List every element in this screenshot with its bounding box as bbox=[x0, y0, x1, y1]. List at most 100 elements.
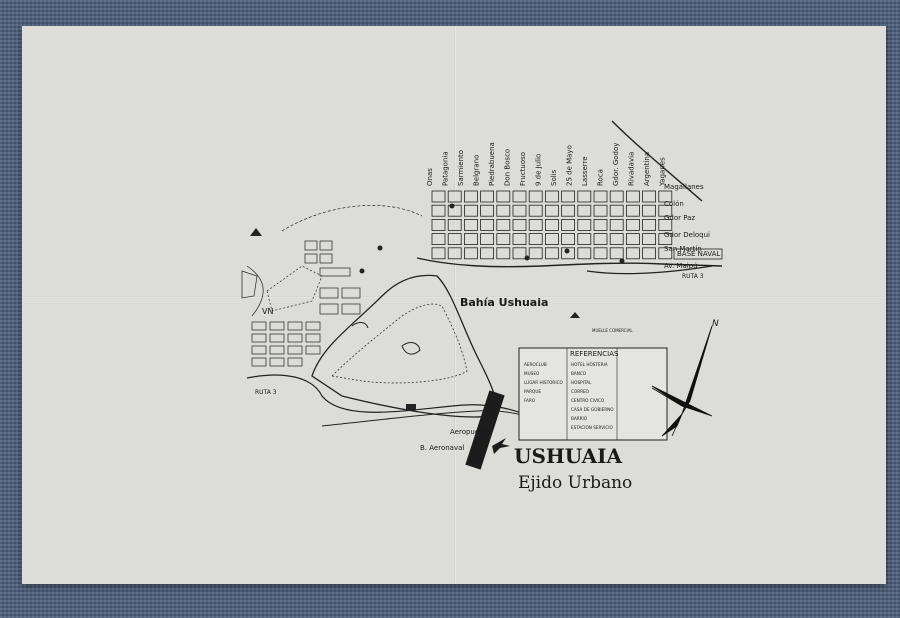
ruta-3 bbox=[246, 374, 553, 427]
city-block bbox=[480, 233, 495, 246]
city-block bbox=[512, 190, 527, 203]
city-block bbox=[561, 190, 575, 203]
city-block bbox=[545, 204, 559, 217]
legend bbox=[518, 347, 668, 441]
map-symbols bbox=[250, 203, 625, 410]
street-label: Solis bbox=[550, 169, 558, 186]
city-block bbox=[577, 247, 592, 260]
city-block bbox=[642, 204, 656, 217]
street-label: Gdor. Godoy bbox=[612, 143, 620, 186]
city-block bbox=[626, 218, 640, 231]
city-block bbox=[480, 247, 495, 260]
road-north-east bbox=[611, 120, 703, 202]
legend-item: CORREO bbox=[571, 389, 590, 394]
city-block bbox=[658, 218, 673, 231]
city-block bbox=[642, 190, 656, 203]
city-block bbox=[528, 233, 543, 246]
city-block bbox=[431, 190, 446, 203]
city-block bbox=[642, 233, 656, 246]
street-label: Fructuoso bbox=[519, 152, 527, 186]
street-labels-vertical: Onas Patagonia Sarmiento Belgrano Piedrabuen… bbox=[426, 142, 667, 187]
city-block bbox=[463, 204, 478, 217]
legend-item: HOTEL HOSTERIA bbox=[571, 362, 608, 367]
street-label: Magallanes bbox=[664, 183, 704, 191]
city-block bbox=[609, 190, 624, 203]
legend-item: MUSEO bbox=[524, 371, 540, 376]
road-east bbox=[586, 265, 713, 275]
city-block bbox=[431, 247, 446, 260]
city-block bbox=[577, 218, 592, 231]
city-block bbox=[561, 204, 575, 217]
peninsula-inner bbox=[331, 303, 468, 384]
street-label: Av. Maipú bbox=[664, 262, 698, 270]
city-block bbox=[593, 204, 608, 217]
street-label: 9 de Julio bbox=[535, 154, 543, 186]
city-block bbox=[463, 218, 478, 231]
city-block bbox=[626, 204, 640, 217]
city-block bbox=[577, 233, 592, 246]
city-block bbox=[528, 190, 543, 203]
street-label: 25 de Mayo bbox=[566, 145, 574, 186]
city-block bbox=[658, 247, 673, 260]
label-aeronaval: B. Aeronaval bbox=[420, 444, 464, 452]
city-block bbox=[593, 247, 608, 260]
city-block bbox=[626, 247, 640, 260]
street-label: Gdor Deloqui bbox=[664, 231, 710, 239]
west-blocks bbox=[241, 205, 423, 367]
street-label: Sarmiento bbox=[457, 150, 465, 186]
north-label: N bbox=[712, 319, 719, 329]
label-aeropuerto: Aeropuerto bbox=[450, 428, 489, 436]
legend-item: CENTRO CIVICO bbox=[571, 398, 605, 403]
city-block bbox=[496, 204, 511, 217]
city-block bbox=[545, 233, 559, 246]
street-label: Onas bbox=[426, 168, 434, 186]
city-block bbox=[463, 190, 478, 203]
street-label: Piedrabuena bbox=[488, 142, 496, 186]
map-title: USHUAIA bbox=[514, 444, 622, 468]
street-label: Roca bbox=[597, 169, 605, 186]
city-block bbox=[593, 233, 608, 246]
city-block bbox=[658, 190, 673, 203]
city-block bbox=[626, 233, 640, 246]
city-block bbox=[463, 233, 478, 246]
city-block bbox=[447, 218, 462, 231]
city-block bbox=[512, 233, 527, 246]
city-block bbox=[528, 204, 543, 217]
city-block bbox=[609, 204, 624, 217]
legend-item: PARQUE bbox=[524, 389, 541, 394]
label-base-naval: BASE NAVAL bbox=[677, 250, 720, 258]
legend-item: ESTACION SERVICIO bbox=[571, 425, 613, 430]
city-block bbox=[447, 247, 462, 260]
city-block bbox=[431, 218, 446, 231]
legend-item: BANCO bbox=[571, 371, 587, 376]
city-block bbox=[545, 218, 559, 231]
city-block bbox=[577, 204, 592, 217]
city-block bbox=[642, 247, 656, 260]
city-block bbox=[447, 233, 462, 246]
city-block bbox=[528, 218, 543, 231]
street-label: San Martín bbox=[664, 245, 702, 253]
label-ruta3-east: RUTA 3 bbox=[682, 273, 704, 280]
city-block bbox=[496, 233, 511, 246]
legend-item: BARRIO bbox=[571, 416, 588, 421]
city-block bbox=[447, 204, 462, 217]
bay-label: Bahía Ushuaia bbox=[460, 296, 548, 309]
street-label: Gdor Paz bbox=[664, 214, 695, 222]
street-label: Don Bosco bbox=[504, 149, 512, 186]
legend-item: FARO bbox=[524, 398, 536, 403]
street-label: Yaganes bbox=[659, 157, 667, 187]
city-block bbox=[609, 218, 624, 231]
city-block bbox=[496, 190, 511, 203]
city-block bbox=[561, 233, 575, 246]
street-label: Belgrano bbox=[473, 155, 481, 186]
compass-rose bbox=[651, 325, 713, 437]
city-block bbox=[593, 218, 608, 231]
legend-item: LUGAR HISTORICO bbox=[524, 380, 564, 385]
legend-item: CASA DE GOBIERNO bbox=[571, 407, 614, 412]
street-label: Colón bbox=[664, 200, 684, 208]
street-label: Patagonia bbox=[442, 151, 450, 186]
coastline bbox=[416, 257, 723, 268]
legend-item: HOSPITAL bbox=[571, 380, 592, 385]
city-block bbox=[431, 204, 446, 217]
